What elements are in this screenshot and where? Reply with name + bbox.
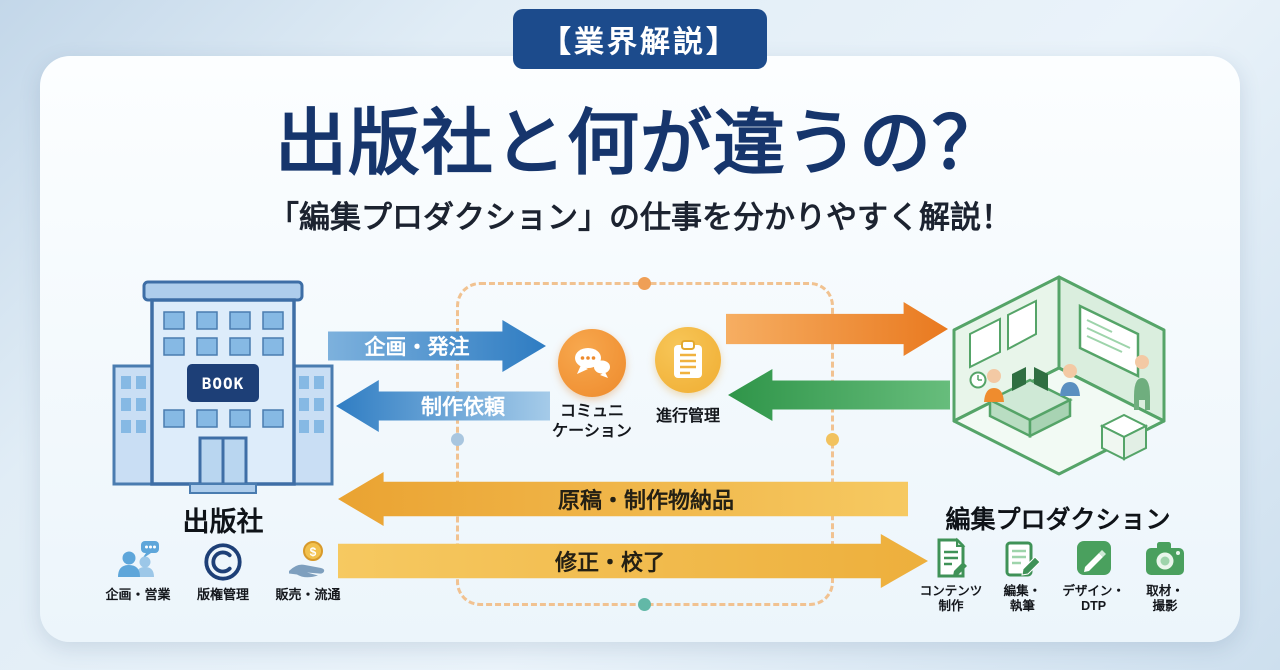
- camera-icon: [1143, 537, 1187, 579]
- function-label: 編集・ 執筆: [1003, 584, 1042, 613]
- hub-node-bottom: [638, 598, 651, 611]
- production-function-editing: 編集・ 執筆: [989, 537, 1055, 614]
- people-chat-icon: [115, 538, 161, 582]
- function-label: 版権管理: [196, 587, 249, 602]
- subtitle: 「編集プロダクション」の仕事を分かりやすく解説！: [268, 200, 1012, 235]
- publisher-function-planning-sales: 企画・営業: [98, 538, 178, 603]
- arrow-production-request-label: 制作依頼: [421, 396, 505, 419]
- communication-label: コミュニ ケーション: [552, 403, 632, 440]
- main-title: 出版社と何が違うの？: [274, 104, 1005, 184]
- hub-node-right: [826, 433, 839, 446]
- production-function-design: デザイン・ DTP: [1061, 537, 1127, 614]
- office-icon: [952, 275, 1166, 476]
- function-label: コンテンツ 制作: [919, 584, 983, 613]
- production-functions: コンテンツ 制作 編集・ 執筆: [918, 537, 1198, 614]
- publisher-functions: 企画・営業 版権管理 $ 販売・流通: [98, 538, 348, 603]
- content-document-icon: [930, 537, 972, 579]
- svg-text:$: $: [310, 545, 317, 559]
- management-circle: [655, 327, 721, 393]
- function-label: デザイン・ DTP: [1062, 584, 1125, 613]
- copyright-icon: [201, 538, 245, 582]
- publisher-function-distribution: $ 販売・流通: [268, 538, 348, 603]
- publisher-building-illustration: BOOK: [108, 270, 338, 498]
- design-pen-icon: [1073, 537, 1115, 579]
- arrow-planning-order-label: 企画・発注: [364, 336, 470, 359]
- publisher-function-rights: 版権管理: [183, 538, 263, 603]
- notepad-pencil-icon: [1001, 537, 1043, 579]
- hand-coin-icon: $: [284, 538, 332, 582]
- function-label: 販売・流通: [275, 587, 341, 602]
- chat-bubbles-icon: [575, 348, 610, 378]
- publisher-label: 出版社: [182, 507, 264, 537]
- function-label: 企画・営業: [105, 587, 171, 602]
- clipboard-icon: [674, 340, 702, 378]
- building-icon: BOOK: [112, 280, 334, 494]
- production-function-content: コンテンツ 制作: [918, 537, 984, 614]
- arrow-delivery-label: 原稿・制作物納品: [557, 488, 734, 513]
- hub-node-top: [638, 277, 651, 290]
- hub-node-left: [451, 433, 464, 446]
- management-label: 進行管理: [655, 408, 720, 425]
- function-label: 取材・ 撮影: [1146, 584, 1184, 613]
- production-function-photography: 取材・ 撮影: [1132, 537, 1198, 614]
- book-sign-text: BOOK: [202, 374, 245, 393]
- communication-circle: [558, 329, 626, 397]
- production-office-illustration: [942, 268, 1177, 483]
- header-badge: 【業界解説】: [513, 9, 767, 69]
- hub-dashed-box: [451, 277, 839, 611]
- arrow-revision-label: 修正・校了: [554, 550, 665, 575]
- production-label: 編集プロダクション: [945, 506, 1171, 534]
